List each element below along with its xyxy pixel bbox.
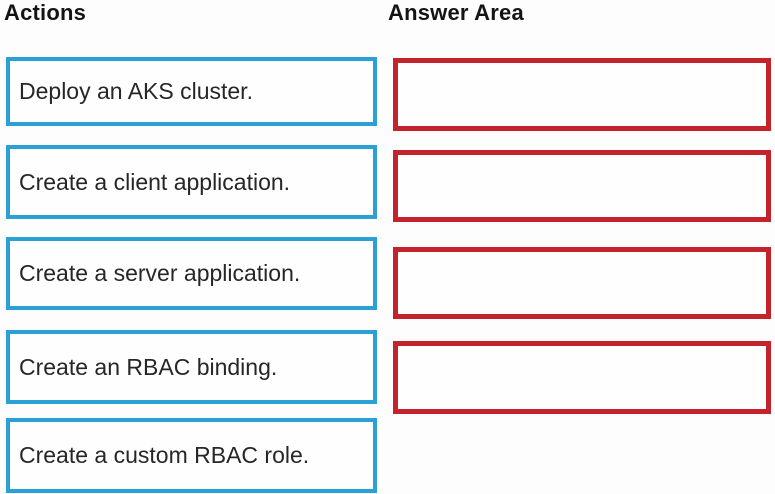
actions-heading: Actions bbox=[4, 0, 87, 25]
action-tile-label: Create a custom RBAC role. bbox=[19, 442, 310, 468]
action-tile-create-server-application[interactable]: Create a server application. bbox=[6, 237, 377, 310]
answer-slot-4[interactable] bbox=[393, 341, 771, 414]
action-tile-create-rbac-binding[interactable]: Create an RBAC binding. bbox=[6, 330, 377, 404]
action-tile-create-client-application[interactable]: Create a client application. bbox=[6, 145, 377, 219]
answer-area-heading: Answer Area bbox=[388, 0, 524, 25]
answer-slot-1[interactable] bbox=[393, 58, 771, 131]
answer-slot-3[interactable] bbox=[393, 247, 771, 319]
answer-slot-2[interactable] bbox=[393, 150, 771, 222]
action-tile-deploy-aks-cluster[interactable]: Deploy an AKS cluster. bbox=[6, 57, 377, 126]
action-tile-label: Create a client application. bbox=[19, 168, 291, 195]
action-tile-create-custom-rbac-role[interactable]: Create a custom RBAC role. bbox=[6, 418, 377, 493]
action-tile-label: Create an RBAC binding. bbox=[19, 353, 278, 380]
action-tile-label: Create a server application. bbox=[19, 260, 301, 286]
action-tile-label: Deploy an AKS cluster. bbox=[19, 78, 253, 104]
